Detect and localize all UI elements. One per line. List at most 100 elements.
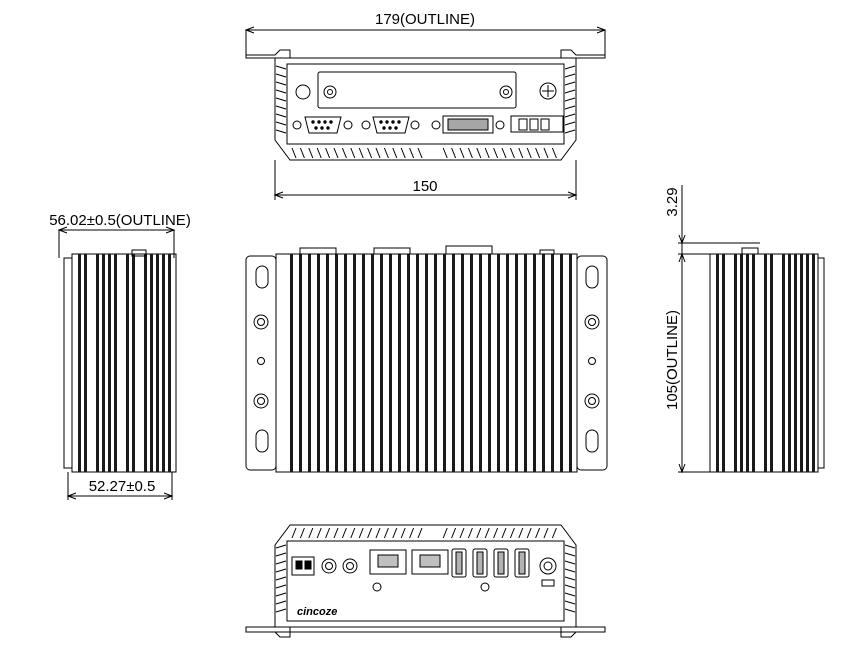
fin xyxy=(794,254,797,472)
fin xyxy=(400,147,406,159)
fin xyxy=(467,527,473,539)
fin xyxy=(299,254,302,472)
fin xyxy=(501,147,507,159)
fin xyxy=(375,147,381,159)
fin xyxy=(564,105,576,110)
fin xyxy=(344,254,347,472)
fin xyxy=(275,584,287,589)
fin xyxy=(564,576,576,581)
power-terminal xyxy=(510,115,564,133)
fin xyxy=(275,544,287,549)
fin xyxy=(317,254,320,472)
fin xyxy=(114,254,117,472)
fin xyxy=(275,608,287,613)
fin xyxy=(144,254,147,472)
fin xyxy=(78,254,81,472)
fin xyxy=(564,89,576,94)
fin xyxy=(564,592,576,597)
fin xyxy=(367,147,373,159)
fin xyxy=(132,254,135,472)
right-side-view: 3.29 105(OUTLINE) xyxy=(664,185,825,474)
fin xyxy=(409,147,415,159)
fin xyxy=(533,254,536,472)
fin xyxy=(451,147,457,159)
front-top-fins xyxy=(291,527,557,539)
fin xyxy=(383,527,389,539)
fin xyxy=(484,147,490,159)
fin xyxy=(479,254,482,472)
fin xyxy=(353,254,356,472)
fin xyxy=(389,254,392,472)
fin xyxy=(564,65,576,70)
fin xyxy=(515,254,518,472)
fin xyxy=(442,527,448,539)
fin xyxy=(470,254,473,472)
fin xyxy=(461,254,464,472)
fin xyxy=(341,527,347,539)
fin xyxy=(467,147,473,159)
fin xyxy=(564,600,576,605)
fin xyxy=(506,254,509,472)
fin xyxy=(362,254,365,472)
fin xyxy=(564,121,576,126)
brand-logo: cincoze xyxy=(297,606,337,618)
dvi-port xyxy=(431,115,505,134)
fin xyxy=(509,527,515,539)
fin xyxy=(734,254,737,472)
fin xyxy=(275,552,287,557)
com-port-1 xyxy=(292,116,353,134)
fin xyxy=(299,527,305,539)
dim-body-width: 150 xyxy=(412,178,437,195)
fin xyxy=(335,254,338,472)
fin xyxy=(358,527,364,539)
fin xyxy=(96,254,99,472)
com-port-2 xyxy=(361,116,420,134)
dim-inner-depth: 52.27±0.5 xyxy=(89,478,156,495)
fin xyxy=(275,568,287,573)
fin xyxy=(564,129,576,134)
fin xyxy=(509,147,515,159)
front-view: cincoze xyxy=(245,524,606,638)
fin xyxy=(564,97,576,102)
fin xyxy=(275,576,287,581)
fin xyxy=(290,254,293,472)
fin xyxy=(150,254,153,472)
fin xyxy=(392,527,398,539)
fin xyxy=(126,254,129,472)
fin xyxy=(275,89,287,94)
fin xyxy=(316,527,322,539)
fin xyxy=(543,147,549,159)
fin xyxy=(526,147,532,159)
fin xyxy=(380,254,383,472)
fin xyxy=(501,527,507,539)
fin xyxy=(371,254,374,472)
fin xyxy=(108,254,111,472)
fin xyxy=(564,552,576,557)
fin xyxy=(459,147,465,159)
fin xyxy=(416,254,419,472)
fin xyxy=(564,544,576,549)
fin xyxy=(392,147,398,159)
fin xyxy=(722,254,725,472)
fin xyxy=(84,254,87,472)
fin xyxy=(443,254,446,472)
fin xyxy=(569,254,572,472)
fin xyxy=(156,254,159,472)
rear-bottom-fins xyxy=(291,147,557,159)
fin xyxy=(275,81,287,86)
right-side-fins xyxy=(716,254,815,472)
fin xyxy=(551,147,557,159)
fin xyxy=(409,527,415,539)
left-side-view: 56.02±0.5(OUTLINE) 52.27±0.5 xyxy=(49,212,191,500)
fin xyxy=(417,527,423,539)
plan-view-fins xyxy=(290,254,572,472)
dim-foot-height: 3.29 xyxy=(664,187,681,216)
fin xyxy=(275,560,287,565)
fin xyxy=(535,147,541,159)
fin xyxy=(375,527,381,539)
front-side-fins xyxy=(275,544,576,613)
fin xyxy=(564,608,576,613)
fin xyxy=(275,121,287,126)
fin xyxy=(452,254,455,472)
